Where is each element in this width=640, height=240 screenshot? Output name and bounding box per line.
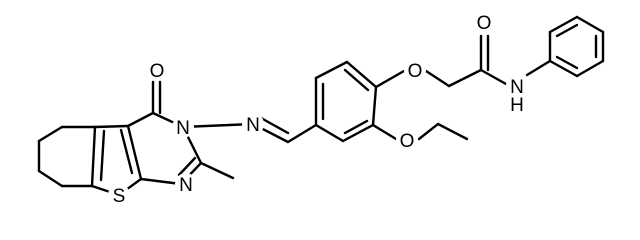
bond <box>341 123 375 143</box>
atom-label: N <box>179 175 193 196</box>
bond <box>343 68 370 92</box>
atom-label: O <box>408 61 423 82</box>
bond <box>343 119 369 135</box>
atom-oxygen-ether: O <box>404 59 426 82</box>
atom-nitrogen-ring: N <box>172 116 194 139</box>
bond <box>479 68 508 86</box>
molecule-structure: O N N S N O O O <box>37 11 605 207</box>
atom-label: N <box>176 118 190 139</box>
atom-nitrogen-pyrimidine: N <box>175 173 197 196</box>
bond <box>90 125 97 188</box>
bond <box>575 15 605 34</box>
bond <box>177 156 197 177</box>
bond <box>37 125 64 143</box>
bond <box>436 122 469 141</box>
bond <box>345 60 378 89</box>
bond <box>447 68 483 88</box>
atom-label: O <box>400 131 415 152</box>
bond <box>93 124 130 129</box>
atom-label: O <box>150 61 165 82</box>
atom-oxygen-amide: O <box>473 11 495 34</box>
bond <box>286 123 318 144</box>
bond <box>314 60 349 80</box>
atom-nitrogen-amide: N <box>506 75 528 98</box>
bond <box>37 169 64 188</box>
bond <box>119 128 134 175</box>
bond <box>555 23 579 38</box>
bond <box>99 129 106 182</box>
bond <box>374 69 406 89</box>
atom-nitrogen-imine: N <box>242 113 264 136</box>
bond <box>126 124 143 181</box>
bond <box>525 59 552 77</box>
atom-sulfur: S <box>108 184 130 207</box>
bond <box>259 116 290 135</box>
atom-hydrogen-amide: H <box>507 94 527 116</box>
atom-label: H <box>510 95 524 116</box>
bond <box>424 69 451 88</box>
atom-label: N <box>246 115 260 136</box>
bond <box>371 85 378 127</box>
bond <box>199 161 235 180</box>
bond <box>126 111 155 128</box>
bond <box>548 15 579 34</box>
atom-oxygen-keto: O <box>146 59 168 82</box>
bond <box>548 59 579 78</box>
bond-network <box>37 15 605 197</box>
atom-label: O <box>477 13 492 34</box>
bond <box>555 55 579 70</box>
atom-label: N <box>510 77 524 98</box>
bond <box>575 59 605 78</box>
bond <box>371 123 398 141</box>
bond <box>417 122 440 141</box>
atom-oxygen-ethoxy: O <box>396 129 418 152</box>
atom-labels: O N N S N O O O <box>108 11 528 207</box>
bond <box>181 122 255 129</box>
bond <box>139 177 183 186</box>
atom-label: S <box>113 186 126 207</box>
bond <box>314 123 345 143</box>
